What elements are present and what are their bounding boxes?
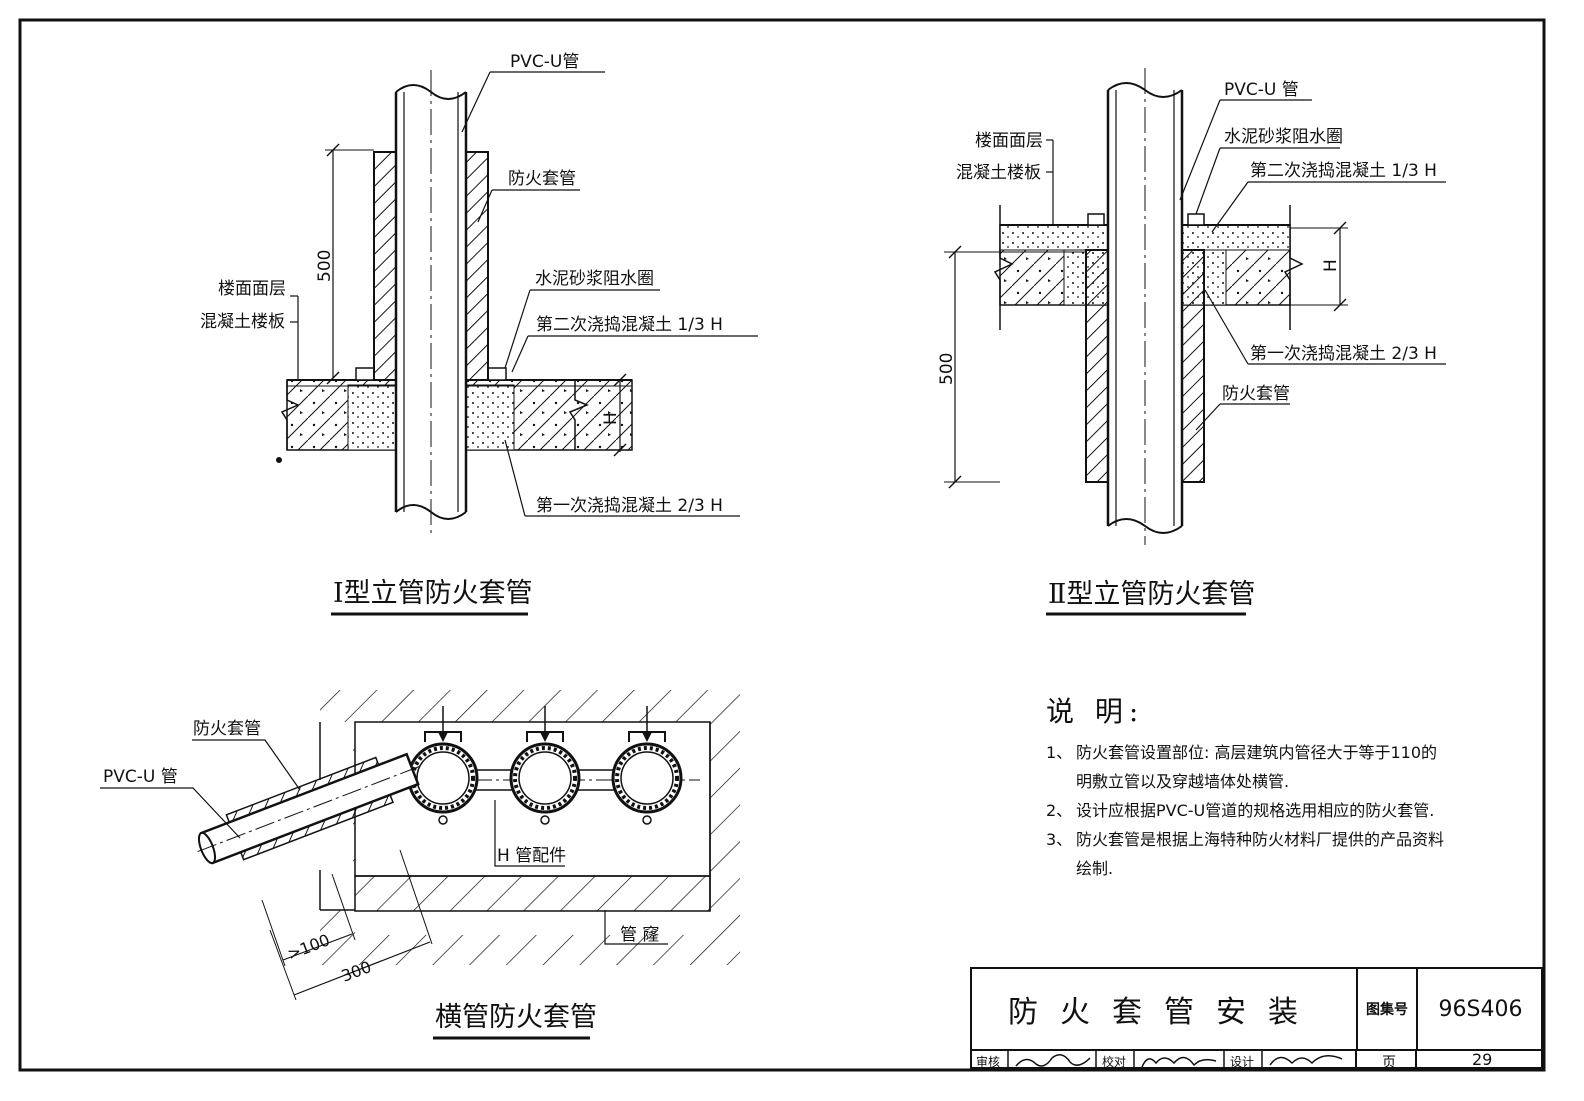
- check-label: 校对: [1102, 1055, 1127, 1069]
- type1-water-ring-right: [487, 367, 507, 381]
- horizontal-sleeve-label: 防火套管: [193, 719, 261, 739]
- notes-heading: 说 明:: [1046, 695, 1145, 728]
- type1-first-pour-right: [465, 384, 515, 451]
- atlas-number: 96S406: [1438, 996, 1523, 1022]
- review-label: 审核: [976, 1055, 1001, 1069]
- signature-row: 审核 校对 设计 页 29: [972, 1049, 1543, 1071]
- pipe-section-2: [509, 706, 581, 825]
- h-fitting-label: H 管配件: [497, 846, 566, 866]
- sheet-border: [18, 18, 1546, 1072]
- reviewer-signature: [1015, 1054, 1091, 1067]
- note-number: 1、: [1046, 743, 1073, 762]
- type1-caption: Ⅰ型立管防火套管: [333, 578, 533, 609]
- signatures: [1007, 1051, 1417, 1071]
- type2-water-ring-label: 水泥砂浆阻水圈: [1224, 127, 1343, 147]
- type2-floor-surface-label: 楼面面层: [975, 131, 1043, 151]
- type2-dim-h: H: [1321, 259, 1341, 272]
- page-number: 29: [1472, 1050, 1493, 1069]
- checker-signature: [1141, 1056, 1217, 1068]
- horizontal-diagram: 防火套管 PVC-U 管 H 管配件 管 窿 >100 300 横管防火套管: [100, 690, 740, 1040]
- note-item: 1、 防火套管设置部位: 高层建筑内管径大于等于110的明敷立管以及穿越墙体处横…: [1046, 738, 1446, 796]
- type2-first-pour-label: 第一次浇捣混凝土 2/3 H: [1250, 344, 1437, 364]
- note-number: 2、: [1046, 801, 1073, 820]
- type2-slab-label: 混凝土楼板: [956, 163, 1041, 183]
- type1-first-pour-label: 第一次浇捣混凝土 2/3 H: [536, 496, 723, 516]
- type2-pipe-label: PVC-U 管: [1224, 80, 1299, 100]
- horizontal-pipe-label: PVC-U 管: [103, 767, 178, 787]
- atlas-label: 图集号: [1358, 969, 1418, 1049]
- note-text: 防火套管设置部位: 高层建筑内管径大于等于110的明敷立管以及穿越墙体处横管.: [1076, 743, 1438, 791]
- note-number: 3、: [1046, 830, 1073, 849]
- notes-section: 说 明: 1、 防火套管设置部位: 高层建筑内管径大于等于110的明敷立管以及穿…: [1046, 690, 1446, 883]
- type1-sleeve-label: 防火套管: [508, 169, 576, 189]
- type1-slab-label: 混凝土楼板: [200, 312, 285, 332]
- type1-diagram: PVC-U管 防火套管 楼面面层 混凝土楼板 水泥砂浆阻水圈 第二次浇捣混凝土 …: [200, 52, 758, 616]
- type1-water-ring-label: 水泥砂浆阻水圈: [535, 269, 654, 289]
- type1-water-ring-left: [355, 367, 375, 381]
- pipe-section-3: [611, 706, 683, 825]
- note-text: 防火套管是根据上海特种防火材料厂提供的产品资料绘制.: [1076, 830, 1445, 878]
- drawing-title: 防火套管安装: [972, 969, 1358, 1049]
- type2-diagram: PVC-U 管 楼面面层 混凝土楼板 水泥砂浆阻水圈 第二次浇捣混凝土 1/3 …: [937, 68, 1446, 616]
- note-item: 2、 设计应根据PVC-U管道的规格选用相应的防火套管.: [1046, 796, 1446, 825]
- type2-caption: Ⅱ型立管防火套管: [1048, 579, 1255, 610]
- type1-second-pour-label: 第二次浇捣混凝土 1/3 H: [536, 315, 723, 335]
- page-label: 页: [1382, 1055, 1396, 1071]
- type2-sleeve-label: 防火套管: [1222, 384, 1290, 404]
- horizontal-caption: 横管防火套管: [435, 1002, 597, 1033]
- type1-floor-surface-label: 楼面面层: [218, 279, 286, 299]
- designer-signature: [1269, 1055, 1343, 1066]
- title-block: 防火套管安装 图集号 96S406 审核 校对 设计 页 29: [970, 967, 1543, 1071]
- type2-sleeve-left: [1085, 249, 1109, 483]
- note-text: 设计应根据PVC-U管道的规格选用相应的防火套管.: [1076, 801, 1435, 820]
- type1-first-pour-left: [347, 384, 397, 451]
- type1-sleeve-left: [373, 151, 397, 381]
- note-item: 3、 防火套管是根据上海特种防火材料厂提供的产品资料绘制.: [1046, 825, 1446, 883]
- type2-dim-500: 500: [937, 353, 957, 385]
- type2-sleeve-right: [1181, 249, 1205, 483]
- design-label: 设计: [1230, 1055, 1255, 1069]
- horizontal-pipe-with-sleeve: [197, 752, 422, 865]
- duct-label: 管 窿: [620, 925, 659, 945]
- type1-pipe-label: PVC-U管: [510, 52, 579, 72]
- type2-second-pour-label: 第二次浇捣混凝土 1/3 H: [1250, 161, 1437, 181]
- type1-dim-h: H: [601, 412, 621, 425]
- type1-dim-500: 500: [315, 250, 335, 282]
- type1-sleeve-right: [465, 151, 489, 381]
